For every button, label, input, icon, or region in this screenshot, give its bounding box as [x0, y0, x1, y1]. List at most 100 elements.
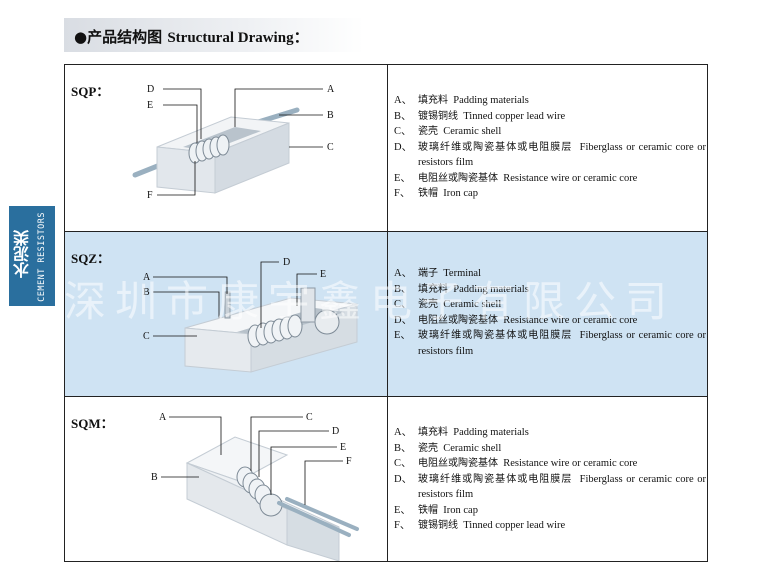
legend-zh: 瓷壳: [418, 442, 438, 454]
legend-item: F、铁帽 Iron cap: [394, 186, 706, 202]
legend-cell-sqm: A、填充料 Padding materials B、瓷壳 Ceramic she…: [388, 397, 707, 561]
legend-item: D、电阻丝或陶瓷基体 Resistance wire or ceramic co…: [394, 313, 706, 329]
legend-zh: 电阻丝或陶瓷基体: [418, 314, 498, 326]
legend-zh: 铁帽: [418, 188, 438, 199]
legend-item: F、镀锡铜线 Tinned copper lead wire: [394, 518, 706, 534]
legend-zh: 玻璃纤维或陶瓷基体或电阻膜层: [418, 330, 573, 341]
legend-key: C、: [394, 458, 412, 469]
legend-en: Ceramic shell: [443, 299, 502, 310]
callout-c: C: [327, 142, 334, 153]
callout-d: D: [147, 84, 154, 95]
legend-zh: 瓷壳: [418, 299, 438, 310]
legend-key: D、: [394, 141, 413, 153]
side-tab-label-zh: 水泥类: [13, 230, 32, 278]
legend-en: Padding materials: [453, 427, 529, 438]
callout-b: B: [143, 287, 150, 298]
sqz-structure-diagram: A B C D E: [143, 257, 358, 373]
diagram-cell-sqp: SQP：: [65, 65, 388, 231]
legend-item: C、瓷壳 Ceramic shell: [394, 124, 706, 140]
callout-e: E: [320, 269, 326, 280]
table-row-sqp: SQP：: [65, 65, 707, 232]
legend-zh: 填充料: [418, 283, 448, 295]
legend-en: Iron cap: [443, 188, 478, 199]
legend-zh: 电阻丝或陶瓷基体: [418, 172, 498, 184]
diagram-cell-sqz: SQZ：: [65, 232, 388, 396]
callout-c: C: [143, 331, 150, 342]
legend-en: Ceramic shell: [443, 126, 502, 137]
callout-a: A: [159, 412, 167, 423]
legend-sqz: A、端子 Terminal B、填充料 Padding materials C、…: [394, 266, 706, 359]
legend-key: F、: [394, 188, 411, 199]
category-side-tab: 水泥类 CEMENT RESISTORS: [9, 206, 55, 306]
legend-zh: 电阻丝或陶瓷基体: [418, 458, 498, 469]
legend-en: Resistance wire or ceramic core: [503, 172, 638, 184]
legend-key: E、: [394, 504, 411, 516]
legend-zh: 瓷壳: [418, 126, 438, 137]
legend-en: Fiberglass or ceramic core or resistors …: [418, 141, 707, 169]
callout-f: F: [346, 456, 352, 467]
legend-item: D、玻璃纤维或陶瓷基体或电阻膜层 Fiberglass or ceramic c…: [394, 472, 706, 503]
legend-zh: 镀锡铜线: [418, 110, 458, 122]
table-row-sqm: SQM：: [65, 397, 707, 561]
model-label-sqm: SQM：: [71, 416, 114, 431]
legend-en: Fiberglass or ceramic core or resistors …: [418, 473, 707, 501]
legend-en: Padding materials: [453, 95, 529, 106]
model-label-sqp: SQP：: [71, 84, 110, 99]
callout-d: D: [332, 426, 339, 437]
legend-item: A、填充料 Padding materials: [394, 425, 706, 441]
legend-key: A、: [394, 95, 413, 106]
section-title: ●产品结构图 Structural Drawing：: [74, 26, 309, 47]
legend-item: A、填充料 Padding materials: [394, 93, 706, 109]
callout-d: D: [283, 257, 290, 268]
callout-b: B: [327, 110, 334, 121]
legend-key: D、: [394, 314, 413, 326]
legend-item: E、铁帽 Iron cap: [394, 503, 706, 519]
legend-en: Ceramic shell: [443, 442, 502, 454]
legend-en: Fiberglass or ceramic core or resistors …: [418, 330, 707, 357]
legend-zh: 填充料: [418, 95, 448, 106]
legend-key: C、: [394, 299, 412, 310]
sqp-structure-diagram: D E F A B C: [132, 84, 335, 201]
legend-zh: 端子: [418, 268, 438, 279]
legend-key: B、: [394, 442, 412, 454]
legend-item: B、瓷壳 Ceramic shell: [394, 441, 706, 457]
legend-key: A、: [394, 427, 413, 438]
legend-en: Tinned copper lead wire: [463, 520, 566, 531]
legend-en: Terminal: [443, 268, 481, 279]
callout-c: C: [306, 412, 313, 423]
callout-b: B: [151, 472, 158, 483]
legend-en: Iron cap: [443, 504, 478, 516]
structure-table: SQP：: [64, 64, 708, 562]
legend-key: A、: [394, 268, 413, 279]
legend-item: B、填充料 Padding materials: [394, 282, 706, 298]
legend-en: Tinned copper lead wire: [463, 110, 566, 122]
legend-cell-sqz: A、端子 Terminal B、填充料 Padding materials C、…: [388, 232, 707, 396]
callout-a: A: [327, 84, 335, 95]
callout-f: F: [147, 190, 153, 201]
callout-a: A: [143, 272, 151, 283]
legend-en: Padding materials: [453, 283, 529, 295]
legend-zh: 玻璃纤维或陶瓷基体或电阻膜层: [418, 473, 573, 485]
legend-sqm: A、填充料 Padding materials B、瓷壳 Ceramic she…: [394, 425, 706, 534]
model-label-sqz: SQZ：: [71, 251, 111, 266]
callout-e: E: [340, 442, 346, 453]
legend-item: A、端子 Terminal: [394, 266, 706, 282]
diagram-cell-sqm: SQM：: [65, 397, 388, 561]
sqm-structure-diagram: A B C D E F: [151, 412, 359, 561]
side-tab-label-en: CEMENT RESISTORS: [37, 212, 47, 302]
legend-key: B、: [394, 283, 412, 295]
legend-zh: 填充料: [418, 427, 448, 438]
callout-e: E: [147, 100, 153, 111]
section-title-en: Structural Drawing：: [167, 30, 309, 46]
legend-en: Resistance wire or ceramic core: [503, 458, 638, 469]
legend-item: E、玻璃纤维或陶瓷基体或电阻膜层 Fiberglass or ceramic c…: [394, 328, 706, 359]
legend-key: E、: [394, 330, 411, 341]
legend-key: C、: [394, 126, 412, 137]
legend-key: B、: [394, 110, 412, 122]
legend-item: B、镀锡铜线 Tinned copper lead wire: [394, 109, 706, 125]
legend-en: Resistance wire or ceramic core: [503, 314, 638, 326]
legend-item: D、玻璃纤维或陶瓷基体或电阻膜层 Fiberglass or ceramic c…: [394, 140, 706, 171]
legend-key: F、: [394, 520, 411, 531]
legend-zh: 铁帽: [418, 504, 438, 516]
legend-cell-sqp: A、填充料 Padding materials B、镀锡铜线 Tinned co…: [388, 65, 707, 231]
